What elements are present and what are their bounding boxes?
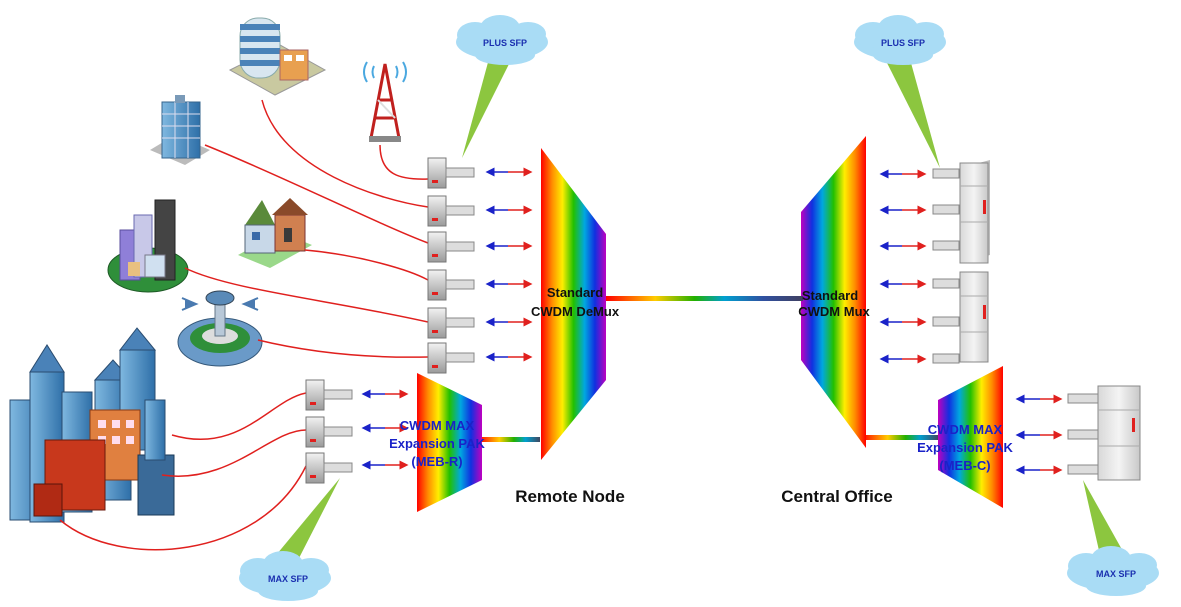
plus-sfp-central-callout: [883, 52, 940, 168]
cwdm-demux-shape: [541, 148, 606, 460]
sfp-port-icon: [932, 240, 960, 251]
plus-sfp-remote-label: PLUS SFP: [483, 38, 527, 48]
trunk-fiber: [606, 296, 803, 301]
sfp-port-icon: [932, 278, 960, 289]
sfp-port-icon: [932, 316, 960, 327]
access-fiber-lines: [59, 99, 429, 551]
sfp-port-icon: [932, 168, 960, 179]
sfp-port-icon: [1067, 429, 1099, 440]
max-sfp-remote-label: MAX SFP: [268, 574, 308, 584]
meb-c-shape: [938, 366, 1003, 508]
mux-label-line2: CWDM Mux: [798, 304, 870, 319]
sfp-module-icon: [427, 231, 475, 263]
meb-r-shape: [417, 373, 482, 512]
max-sfp-central-callout: [1083, 480, 1125, 555]
central-chassis-upper: [959, 160, 990, 264]
remote-arrows: [361, 167, 533, 470]
meb-c-fiber: [866, 435, 938, 440]
meb-r-fiber: [482, 437, 540, 442]
house-icon: [238, 198, 312, 268]
sfp-port-icon: [1067, 393, 1099, 404]
max-sfp-central-cloud-icon: [1067, 546, 1159, 596]
sfp-module-icon: [427, 195, 475, 227]
max-sfp-remote-callout: [272, 478, 340, 560]
cwdm-mux-shape: [801, 136, 866, 448]
sfp-port-icon: [932, 353, 960, 364]
max-sfp-remote-cloud-icon: [239, 551, 331, 601]
sfp-port-icon: [932, 204, 960, 215]
office-tower-icon: [228, 17, 327, 96]
sfp-module-icon: [427, 269, 475, 301]
sfp-port-icon: [1067, 464, 1099, 475]
central-sfp-ports: [932, 168, 1099, 475]
plus-sfp-remote-callout: [462, 52, 515, 158]
mux-label-line1: Standard: [802, 288, 858, 303]
remote-plus-sfp-stack: [427, 157, 475, 374]
city-skyline-icon: [9, 327, 175, 523]
central-arrows: [879, 169, 1063, 475]
glass-building-icon: [150, 95, 210, 165]
meb-r-label-line1: CWDM MAX: [400, 418, 475, 433]
central-office-label: Central Office: [781, 487, 892, 506]
sfp-module-icon: [305, 416, 353, 448]
meb-c-label-line3: (MEB-C): [939, 458, 990, 473]
meb-c-label-line1: CWDM MAX: [928, 422, 1003, 437]
meb-r-label-line2: Expansion PAK: [389, 436, 485, 451]
meb-c-label-line2: Expansion PAK: [917, 440, 1013, 455]
skyscraper-cluster-icon: [107, 199, 189, 293]
cell-tower-icon: [363, 61, 407, 142]
plus-sfp-central-cloud-icon: [854, 15, 946, 65]
central-chassis-lower: [1097, 385, 1141, 481]
meb-r-label-line3: (MEB-R): [411, 454, 462, 469]
remote-node-label: Remote Node: [515, 487, 625, 506]
sfp-module-icon: [427, 342, 475, 374]
central-chassis-middle: [959, 271, 989, 363]
sfp-module-icon: [305, 452, 353, 484]
plus-sfp-central-label: PLUS SFP: [881, 38, 925, 48]
airport-tower-icon: [177, 290, 263, 367]
remote-max-sfp-stack: [305, 379, 353, 484]
sfp-module-icon: [427, 307, 475, 339]
max-sfp-central-label: MAX SFP: [1096, 569, 1136, 579]
demux-label-line2: CWDM DeMux: [531, 304, 620, 319]
plus-sfp-remote-cloud-icon: [456, 15, 548, 65]
sfp-module-icon: [427, 157, 475, 189]
demux-label-line1: Standard: [547, 285, 603, 300]
sfp-module-icon: [305, 379, 353, 411]
